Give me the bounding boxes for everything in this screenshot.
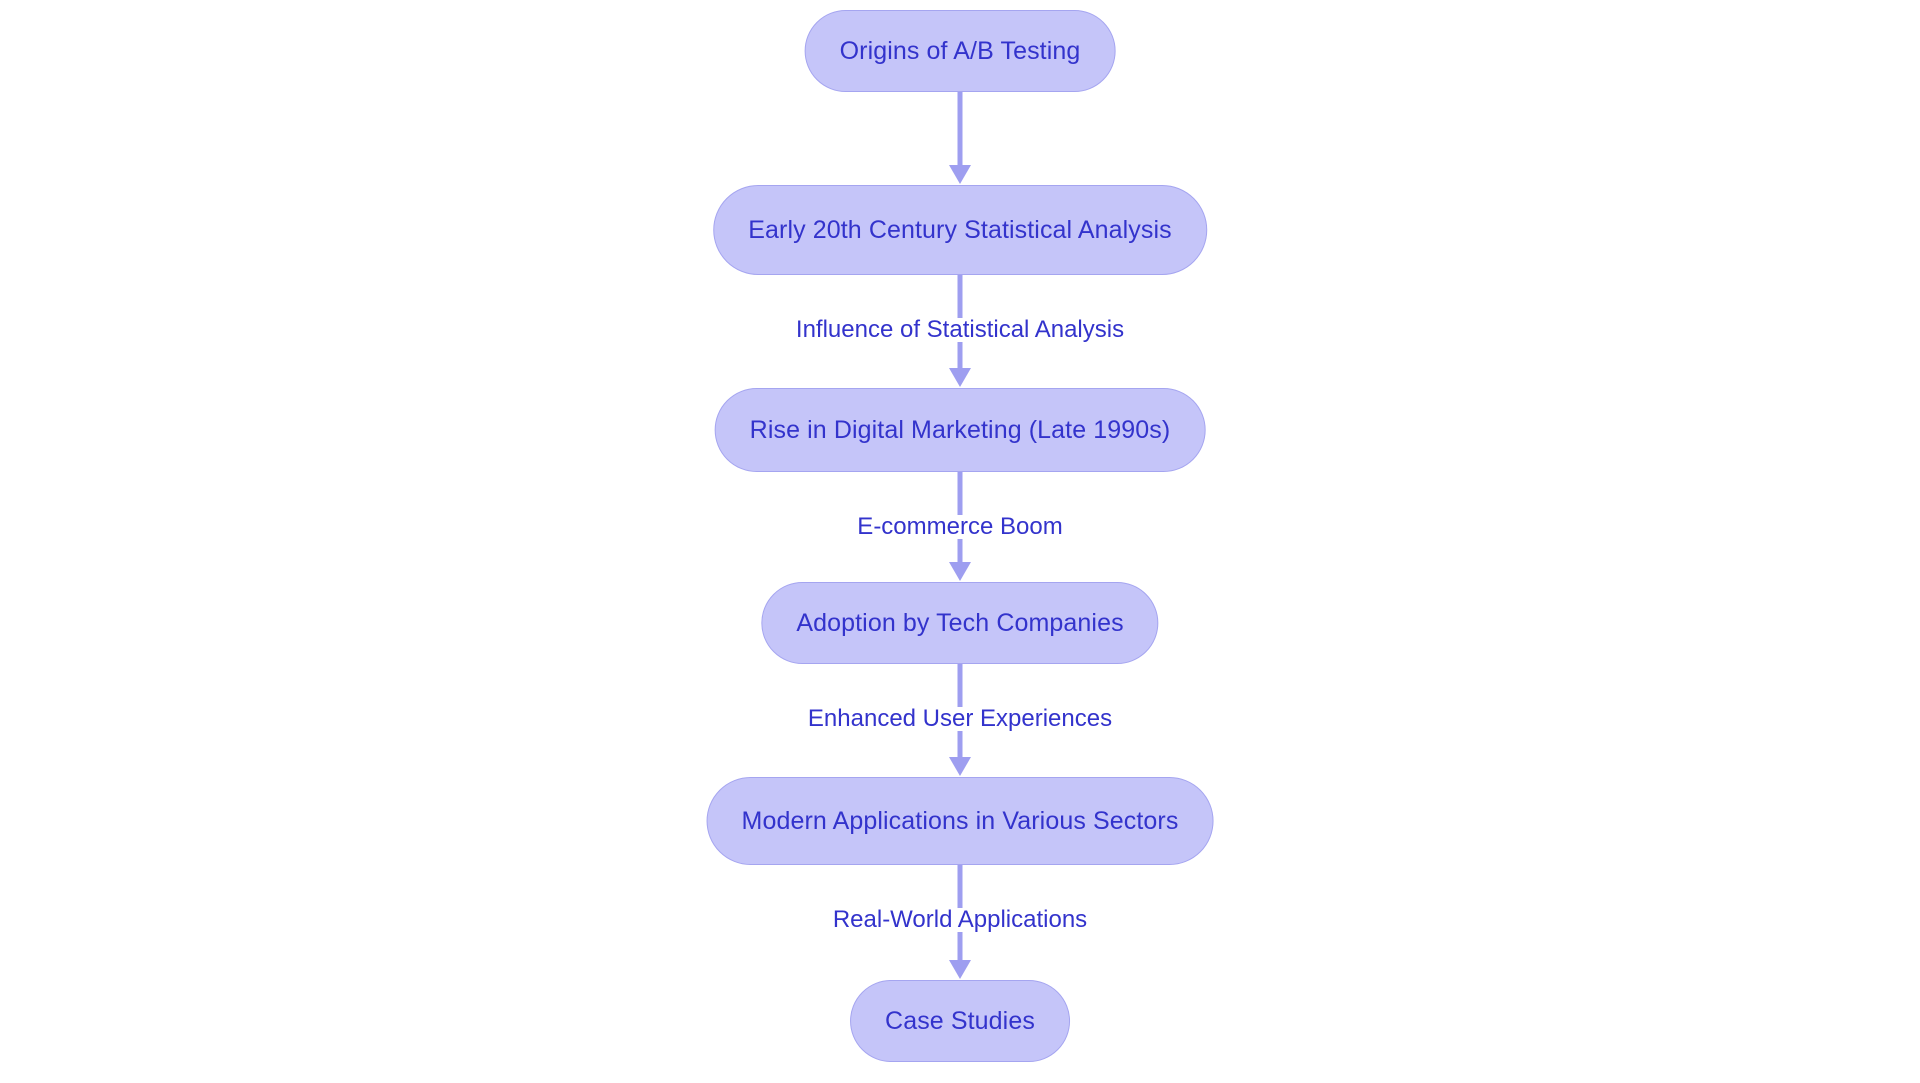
flow-node-origins-of-ab-testing[interactable]: Origins of A/B Testing: [804, 10, 1116, 92]
flow-arrowhead-4: [949, 757, 971, 776]
flow-node-label: Case Studies: [885, 1006, 1035, 1035]
flow-arrowhead-1: [949, 165, 971, 184]
flow-edge-label-enhanced-user-experiences: Enhanced User Experiences: [798, 707, 1122, 731]
flow-node-rise-in-digital-marketing[interactable]: Rise in Digital Marketing (Late 1990s): [714, 388, 1206, 472]
flow-edge-label-influence-of-statistical-analysis: Influence of Statistical Analysis: [786, 318, 1134, 342]
flow-arrowhead-3: [949, 562, 971, 581]
flow-edge-label-e-commerce-boom: E-commerce Boom: [848, 515, 1072, 539]
flow-arrowhead-2: [949, 368, 971, 387]
flow-node-modern-applications-in-various-sectors[interactable]: Modern Applications in Various Sectors: [706, 777, 1214, 865]
flow-node-label: Rise in Digital Marketing (Late 1990s): [749, 415, 1171, 444]
flow-arrowhead-5: [949, 960, 971, 979]
flow-edge-label-real-world-applications: Real-World Applications: [823, 908, 1097, 932]
flow-node-case-studies[interactable]: Case Studies: [850, 980, 1070, 1062]
flow-node-label: Origins of A/B Testing: [839, 36, 1081, 65]
flow-node-label: Modern Applications in Various Sectors: [741, 806, 1179, 835]
flow-connector-1: [957, 92, 963, 167]
flow-node-adoption-by-tech-companies[interactable]: Adoption by Tech Companies: [761, 582, 1159, 664]
flow-node-label: Early 20th Century Statistical Analysis: [748, 215, 1172, 244]
flow-node-label: Adoption by Tech Companies: [796, 608, 1124, 637]
flow-node-early-20th-century-statistical-analysis[interactable]: Early 20th Century Statistical Analysis: [713, 185, 1207, 275]
